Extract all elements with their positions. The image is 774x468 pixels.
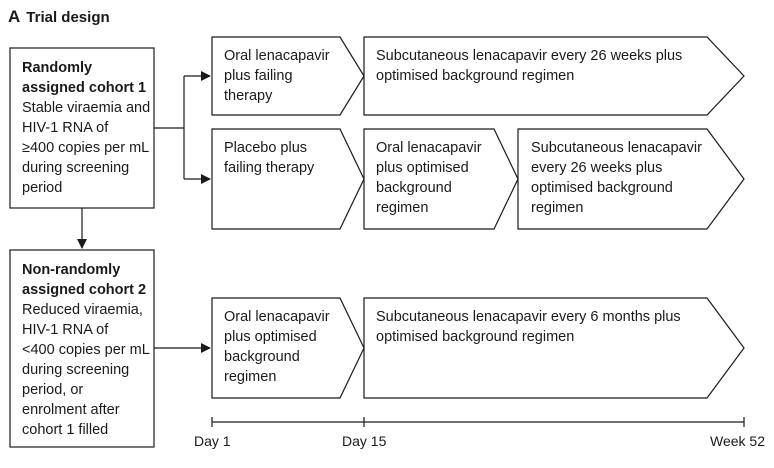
phase-line: regimen bbox=[376, 200, 429, 216]
cohort-2-heading-line: assigned cohort 2 bbox=[22, 282, 147, 298]
phase-line: optimised background bbox=[531, 180, 673, 196]
c1-active-oral-chevron bbox=[211, 36, 365, 116]
c2-oral-chevron bbox=[211, 297, 365, 399]
tick-week52-label: Week 52 bbox=[710, 433, 765, 449]
cohort-1-body-line: during screening bbox=[22, 160, 130, 176]
panel-title-text: Trial design bbox=[26, 9, 110, 26]
phase-line: plus failing bbox=[224, 68, 293, 84]
phase-line: Oral lenacapavir bbox=[224, 48, 330, 64]
cohort-2-body-line: HIV-1 RNA of bbox=[22, 322, 109, 338]
cohort-1-heading-line: Randomly bbox=[22, 60, 93, 76]
panel-letter: A bbox=[8, 7, 21, 26]
cohort-1-box bbox=[9, 47, 155, 209]
phase-line: regimen bbox=[531, 200, 584, 216]
c2-sc-chevron bbox=[363, 297, 745, 399]
c2-oral-text: Oral lenacapavir plus optimised backgrou… bbox=[224, 307, 330, 387]
tick-day1-label: Day 1 bbox=[194, 433, 231, 449]
phase-line: Oral lenacapavir bbox=[376, 140, 482, 156]
cohort-1-body-line: HIV-1 RNA of bbox=[22, 120, 109, 136]
c1-placebo-text: Placebo plus failing therapy bbox=[224, 138, 314, 178]
c1-active-oral-text: Oral lenacapavir plus failing therapy bbox=[224, 46, 330, 106]
phase-line: therapy bbox=[224, 88, 273, 104]
tick-day15-label: Day 15 bbox=[342, 433, 387, 449]
cohort-2-body-line: Reduced viraemia, bbox=[22, 302, 143, 318]
cohort-2-body-line: cohort 1 filled bbox=[22, 422, 109, 438]
cohort-2-body-line: <400 copies per mL bbox=[22, 342, 150, 358]
cohort-2-heading-line: Non-randomly bbox=[22, 262, 121, 278]
cohort-2-body-line: enrolment after bbox=[22, 402, 120, 418]
panel-title: A Trial design bbox=[8, 7, 110, 27]
phase-line: Placebo plus bbox=[224, 140, 308, 156]
phase-line: optimised background regimen bbox=[376, 329, 575, 345]
cohort-1-heading-line: assigned cohort 1 bbox=[22, 80, 147, 96]
phase-line: regimen bbox=[224, 369, 277, 385]
phase-line: plus optimised bbox=[224, 329, 317, 345]
cohort-2-body-line: during screening bbox=[22, 362, 130, 378]
phase-line: Subcutaneous lenacapavir every 6 months … bbox=[376, 309, 681, 325]
phase-line: Subcutaneous lenacapavir bbox=[531, 140, 702, 156]
c1-active-sc-chevron bbox=[363, 36, 745, 116]
cohort-1-text: Randomly assigned cohort 1 Stable viraem… bbox=[22, 58, 150, 198]
c1-active-sc-text: Subcutaneous lenacapavir every 26 weeks … bbox=[376, 46, 682, 86]
cohort-1-body-line: period bbox=[22, 180, 63, 196]
c2-sc-text: Subcutaneous lenacapavir every 6 months … bbox=[376, 307, 681, 347]
phase-line: background bbox=[376, 180, 452, 196]
phase-line: failing therapy bbox=[224, 160, 315, 176]
cohort-2-text: Non-randomly assigned cohort 2 Reduced v… bbox=[22, 260, 150, 440]
c1-placebo-sc-text: Subcutaneous lenacapavir every 26 weeks … bbox=[531, 138, 702, 218]
cohort-2-body-line: period, or bbox=[22, 382, 84, 398]
cohort-2-box bbox=[9, 249, 155, 448]
c1-placebo-oral-text: Oral lenacapavir plus optimised backgrou… bbox=[376, 138, 482, 218]
phase-line: every 26 weeks plus bbox=[531, 160, 663, 176]
c1-placebo-sc-chevron bbox=[517, 128, 745, 230]
phase-line: optimised background regimen bbox=[376, 68, 575, 84]
phase-line: Subcutaneous lenacapavir every 26 weeks … bbox=[376, 48, 683, 64]
phase-line: plus optimised bbox=[376, 160, 469, 176]
fork-connector bbox=[154, 76, 185, 179]
c1-placebo-oral-chevron bbox=[363, 128, 519, 230]
c1-placebo-chevron bbox=[211, 128, 365, 230]
phase-line: Oral lenacapavir bbox=[224, 309, 330, 325]
phase-line: background bbox=[224, 349, 300, 365]
cohort-1-body-line: ≥400 copies per mL bbox=[22, 140, 150, 156]
cohort-1-body-line: Stable viraemia and bbox=[22, 100, 151, 116]
